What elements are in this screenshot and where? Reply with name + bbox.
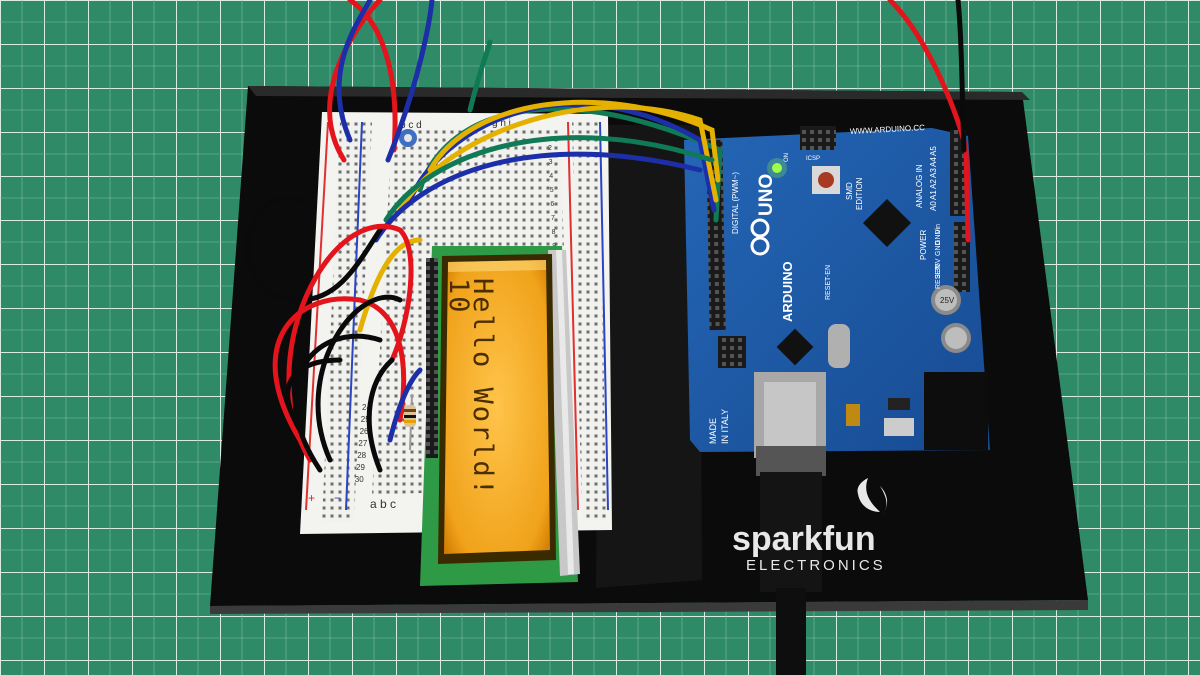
- made-in-label-2: IN ITALY: [720, 409, 730, 444]
- breadboard-row-number: 28: [357, 451, 366, 460]
- breadboard-top-number: 4: [549, 173, 553, 180]
- power-pin-label: RESET: [935, 265, 942, 289]
- on-label: ON: [784, 153, 790, 162]
- breadboard-top-number: 5: [550, 187, 554, 194]
- analog-in-label: ANALOG IN: [915, 164, 924, 208]
- breadboard-row-number: 24: [362, 403, 371, 412]
- reset-en-label: RESET-EN: [825, 265, 832, 300]
- breadboard-top-letters-2: g h i: [492, 118, 511, 129]
- smd-label: SMD: [845, 182, 854, 200]
- lcd-line-1: Hello World!: [467, 278, 498, 497]
- lcd-line-2: 10: [443, 278, 474, 315]
- breadboard-row-number: 25: [361, 415, 370, 424]
- breadboard-row-number: 30: [355, 475, 364, 484]
- dc-power-jack: [924, 372, 988, 450]
- analog-pin-label: A5: [929, 146, 938, 156]
- made-in-label-1: MADE: [708, 418, 718, 444]
- breadboard-top-number: 2: [548, 145, 552, 152]
- power-pin-label: Vin: [935, 224, 942, 234]
- edition-label: EDITION: [855, 177, 864, 210]
- digital-pins-label: DIGITAL (PWM~): [731, 172, 740, 234]
- breadboard-top-number: 3: [549, 159, 553, 166]
- potentiometer: [399, 129, 417, 147]
- breadboard-top-number: 6: [550, 201, 554, 208]
- breadboard-plus-label: +: [308, 491, 315, 505]
- jumper-wires: [244, 0, 971, 473]
- microcontroller-chip: [862, 198, 912, 248]
- breadboard-bottom-letters: a b c: [370, 497, 396, 511]
- power-label: POWER: [919, 230, 928, 260]
- sparkfun-electronics: ELECTRONICS: [746, 557, 886, 574]
- breadboard-row-numbers: 24 25 26 27 28 29 30: [355, 403, 372, 484]
- power-pin-label: GND: [935, 240, 942, 256]
- breadboard-row-number: 27: [358, 439, 367, 448]
- analog-pin-label: A2: [929, 179, 938, 189]
- sparkfun-flame-icon: [857, 478, 888, 514]
- power-pin-label: 5V: [935, 258, 942, 267]
- power-pin-label: GND: [935, 229, 942, 245]
- arduino-model: UNO: [756, 174, 777, 216]
- arduino-uno-board: 25V ARDUINO UNO WWW.ARDUINO.CC MADE IN I…: [684, 123, 990, 476]
- sparkfun-logo: sparkfun ELECTRONICS: [732, 478, 888, 574]
- capacitor-label: 25V: [940, 296, 955, 305]
- lcd-module: Hello World! 10: [420, 246, 580, 586]
- resistor: [404, 394, 416, 451]
- breadboard-row-number: 26: [360, 427, 369, 436]
- power-pin-label: 3.3V: [935, 263, 942, 278]
- icsp-label: ICSP: [806, 156, 820, 162]
- breadboard-top-letters: b c d: [400, 120, 422, 131]
- analog-pin-label: A4: [929, 157, 938, 167]
- sparkfun-brand: sparkfun: [732, 520, 876, 558]
- breadboard-row-number: 29: [356, 463, 365, 472]
- analog-pin-label: A0: [929, 201, 938, 211]
- breadboard-minus-label: −: [334, 491, 341, 505]
- analog-pin-label: A3: [929, 168, 938, 178]
- breadboard-top-number: 7: [551, 215, 555, 222]
- arduino-logo: [750, 218, 770, 256]
- breadboard-top-number: 8: [552, 229, 556, 236]
- lcd-backlight: [444, 260, 550, 554]
- arduino-logo-text: ARDUINO: [780, 261, 795, 322]
- arduino-url: WWW.ARDUINO.CC: [850, 123, 926, 136]
- power-led: [772, 163, 782, 173]
- capacitors: 25V: [931, 285, 971, 353]
- usb-cable: [760, 472, 822, 675]
- analog-pin-label: A1: [929, 190, 938, 200]
